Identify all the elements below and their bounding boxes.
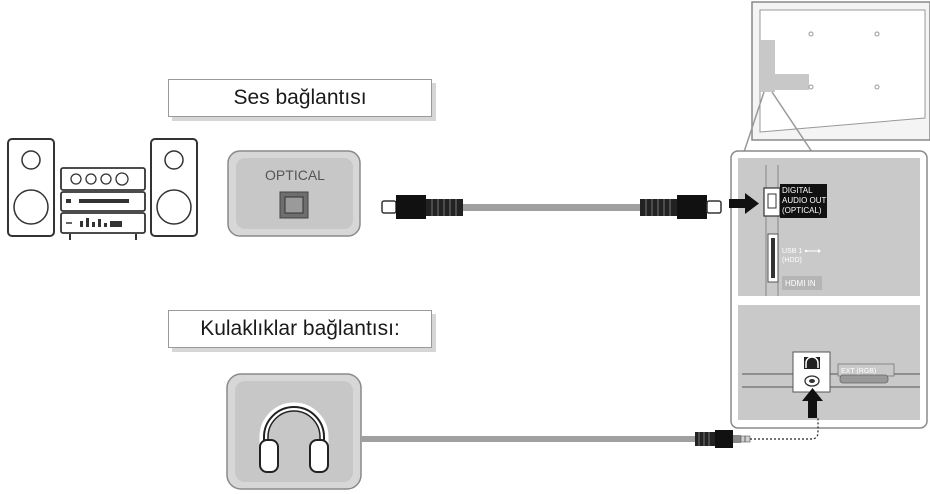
- hdmi-port-label: HDMI IN: [785, 279, 816, 288]
- headphone-cable: [361, 418, 819, 448]
- tv-port-panel: [730, 150, 928, 429]
- hifi-system: [7, 138, 198, 240]
- usb-port-label: USB 1: [782, 248, 802, 255]
- optical-cable: [381, 195, 722, 219]
- optical-device: [227, 150, 361, 237]
- audio-connection-label: Ses bağlantısı: [168, 79, 432, 117]
- ext-rgb-label: EXT (RGB): [841, 368, 876, 375]
- headphones-icon: [259, 402, 329, 473]
- headphones-device: [226, 373, 362, 490]
- usb-icon: [804, 249, 821, 253]
- hdd-label: (HDD): [782, 257, 802, 264]
- tv-back: [743, 1, 930, 153]
- digital-audio-out-line3: (OPTICAL): [782, 206, 822, 215]
- digital-audio-out-line2: AUDIO OUT: [782, 196, 827, 205]
- optical-port-label: OPTICAL: [265, 167, 325, 183]
- arrow-right-icon: [729, 193, 759, 214]
- arrow-up-icon: [802, 388, 823, 418]
- headphone-connection-label: Kulaklıklar bağlantısı:: [168, 310, 432, 348]
- digital-audio-out-line1: DIGITAL: [782, 186, 813, 195]
- headphone-port-icon: [804, 357, 820, 369]
